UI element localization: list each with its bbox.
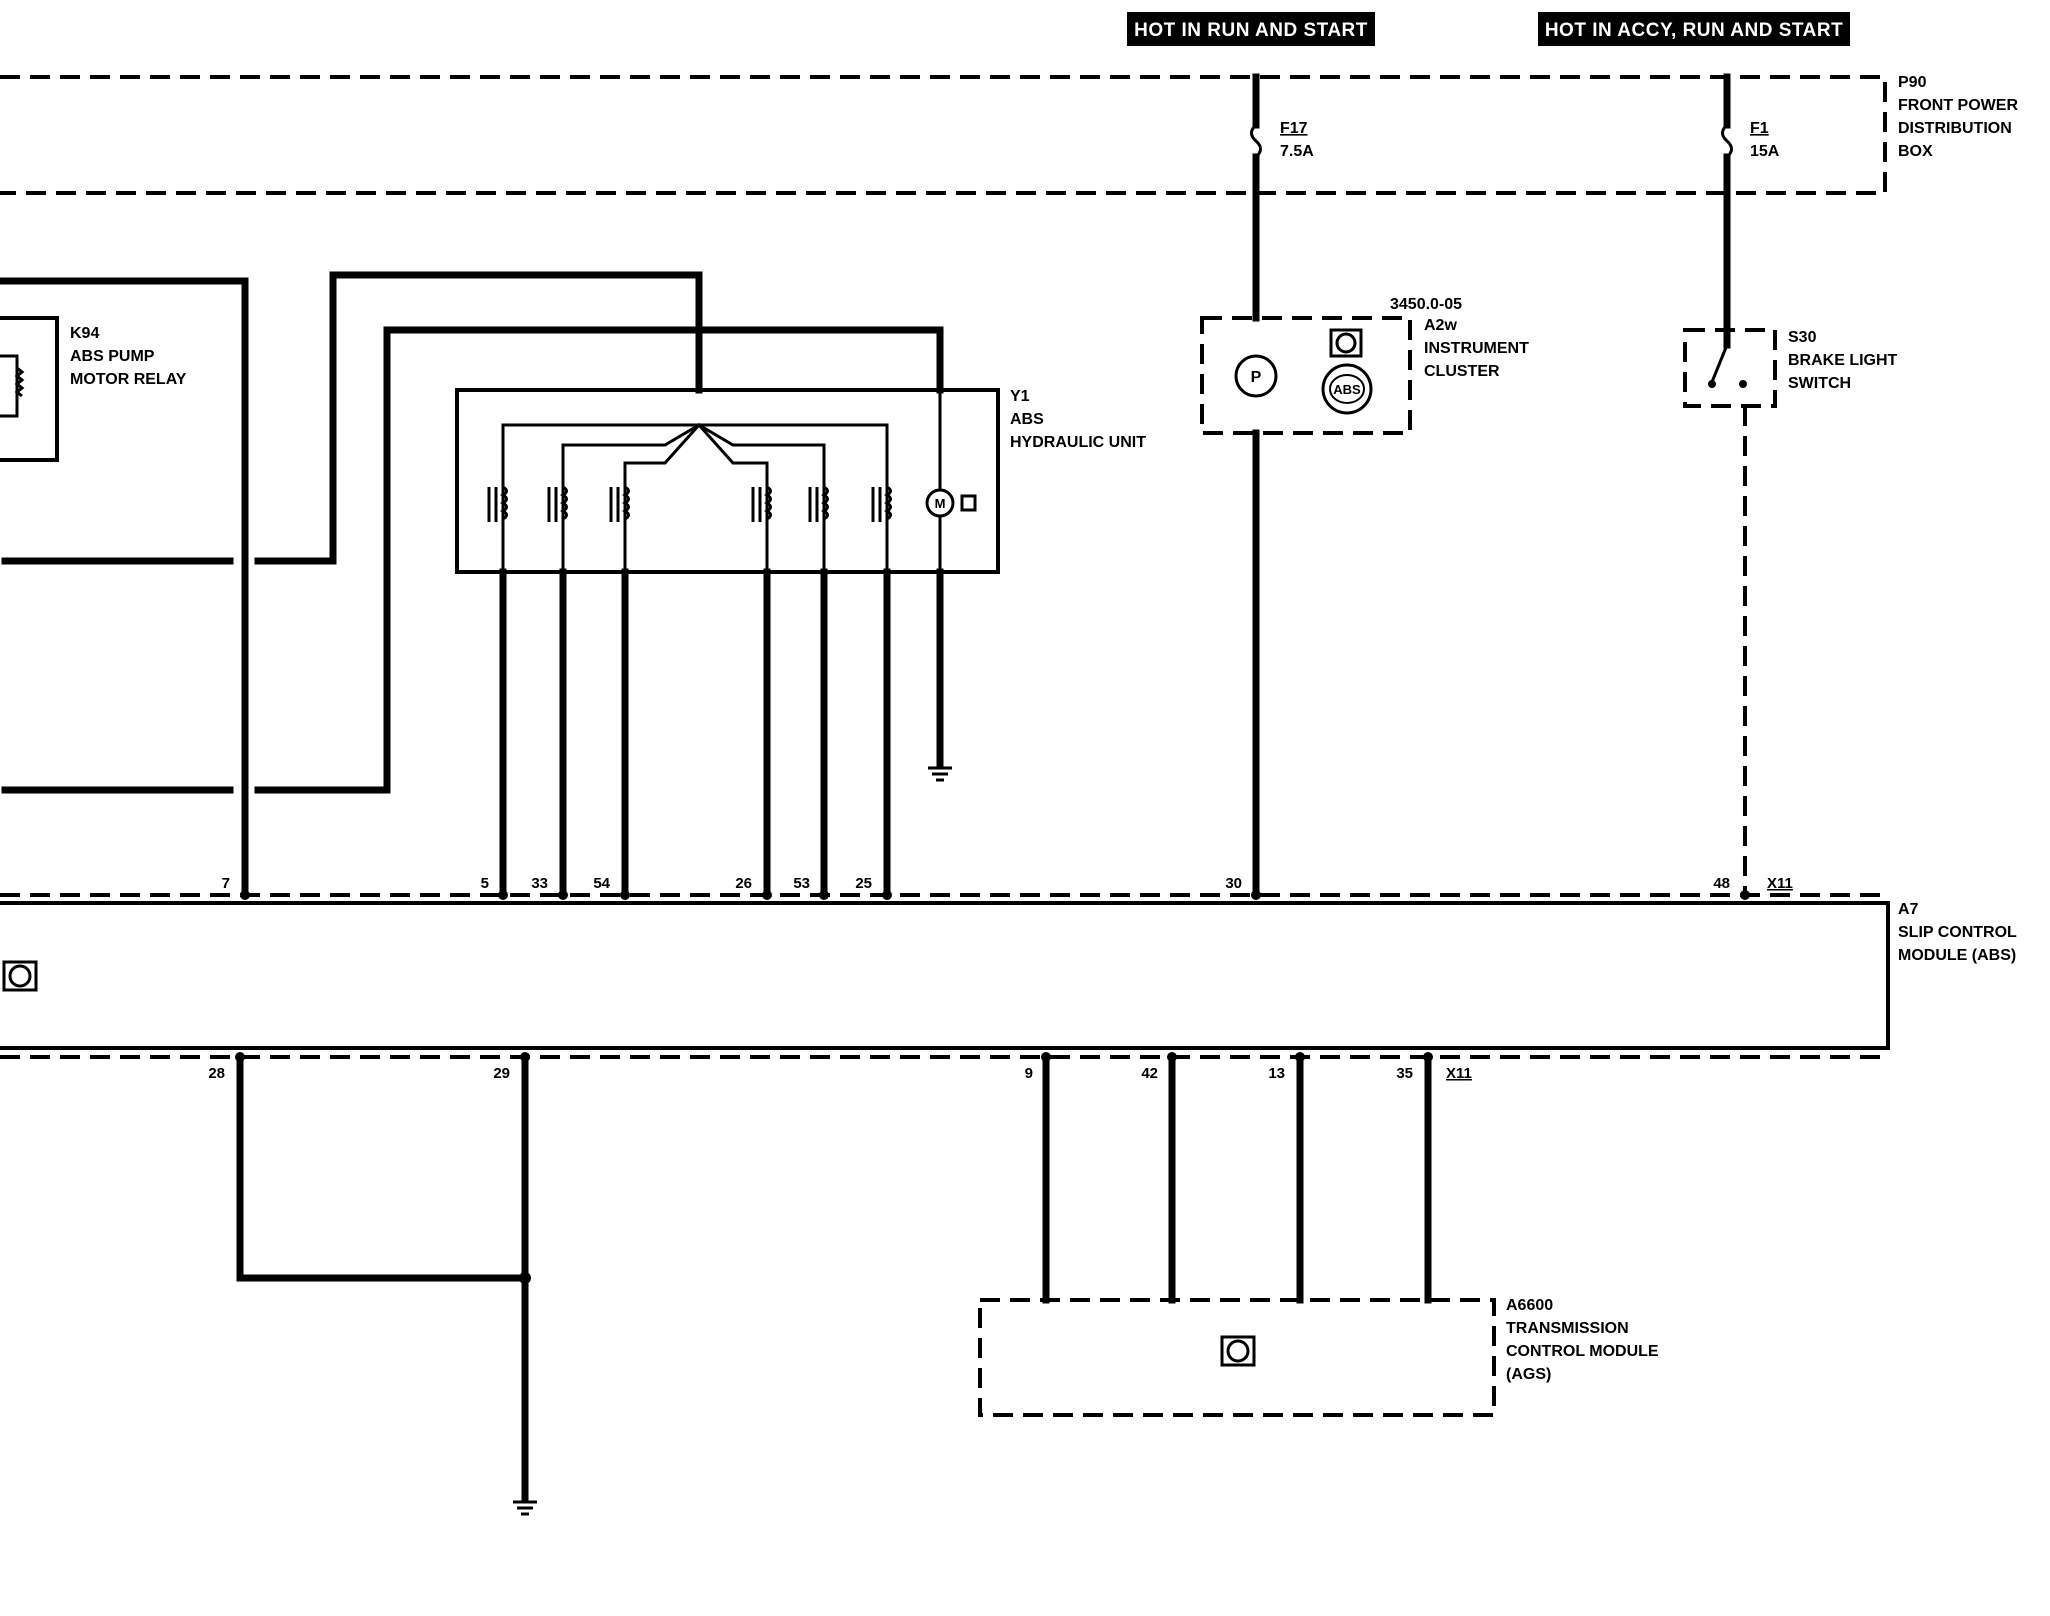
solenoid-coil-icon bbox=[609, 485, 630, 522]
pin-label: 9 bbox=[1025, 1065, 1033, 1082]
slip-control-module: A7 SLIP CONTROL MODULE (ABS) X11 X11 bbox=[0, 875, 2017, 1082]
cluster-ref: 3450.0-05 bbox=[1390, 296, 1462, 313]
abs-hydraulic-unit: Y1 ABS HYDRAULIC UNIT M bbox=[455, 388, 1146, 574]
power-box-name-2: DISTRIBUTION bbox=[1898, 120, 2012, 137]
power-box-id: P90 bbox=[1898, 74, 1927, 91]
slip-module-id: A7 bbox=[1898, 901, 1919, 918]
tcm-name-1: TRANSMISSION bbox=[1506, 1320, 1629, 1337]
header-run-start-text: HOT IN RUN AND START bbox=[1134, 20, 1368, 41]
cluster-id: A2w bbox=[1424, 317, 1457, 334]
power-box-name-1: FRONT POWER bbox=[1898, 97, 2018, 114]
pin-label: 26 bbox=[735, 875, 752, 892]
pin-label: 30 bbox=[1225, 875, 1242, 892]
instrument-cluster: P ABS 3450.0-05 A2w INSTRUMENT CLUSTER bbox=[1200, 296, 1529, 435]
pin-label: 25 bbox=[855, 875, 872, 892]
abs-pump-motor-relay: K94 ABS PUMP MOTOR RELAY bbox=[0, 316, 187, 462]
solenoid-coil-icon bbox=[751, 485, 772, 522]
power-box-name-3: BOX bbox=[1898, 143, 1933, 160]
solenoid-coil-icon bbox=[871, 485, 892, 522]
header-run-start: HOT IN RUN AND START bbox=[1127, 12, 1375, 46]
cluster-name-2: CLUSTER bbox=[1424, 363, 1500, 380]
pin-label: 5 bbox=[481, 875, 489, 892]
brake-switch-id: S30 bbox=[1788, 329, 1817, 346]
ground-icon bbox=[513, 1500, 537, 1516]
tcm-name-3: (AGS) bbox=[1506, 1366, 1551, 1383]
relay-id: K94 bbox=[70, 325, 99, 342]
pin-dots bbox=[235, 890, 1750, 1284]
fuse-f1-rating: 15A bbox=[1750, 143, 1780, 160]
pump-motor-letter: M bbox=[935, 496, 946, 511]
pin-label: 53 bbox=[793, 875, 810, 892]
front-power-distribution-box: P90 FRONT POWER DISTRIBUTION BOX bbox=[0, 74, 2018, 195]
pin-label: 7 bbox=[222, 875, 230, 892]
slip-module-name-2: MODULE (ABS) bbox=[1898, 947, 2016, 964]
abs-lamp-text: ABS bbox=[1333, 382, 1361, 397]
fuse-f17-rating: 7.5A bbox=[1280, 143, 1314, 160]
connector-x11-top: X11 bbox=[1767, 875, 1793, 892]
pin-label: 54 bbox=[593, 875, 610, 892]
relay-name-2: MOTOR RELAY bbox=[70, 371, 187, 388]
pin-label: 48 bbox=[1713, 875, 1730, 892]
relay-name-1: ABS PUMP bbox=[70, 348, 155, 365]
solenoid-coil-icon bbox=[547, 485, 568, 522]
fuse-f1-id: F1 bbox=[1750, 120, 1769, 137]
abs-warning-lamp-icon: ABS bbox=[1321, 363, 1373, 415]
tcm-name-2: CONTROL MODULE bbox=[1506, 1343, 1659, 1360]
steering-module-icon bbox=[2, 960, 38, 992]
pin-label: 35 bbox=[1396, 1065, 1413, 1082]
header-accy-run-start-text: HOT IN ACCY, RUN AND START bbox=[1545, 20, 1843, 41]
steering-module-icon bbox=[1220, 1335, 1256, 1367]
tcm-id: A6600 bbox=[1506, 1297, 1553, 1314]
hydraulic-unit-id: Y1 bbox=[1010, 388, 1030, 405]
fuse-f17-id: F17 bbox=[1280, 120, 1308, 137]
slip-module-name-1: SLIP CONTROL bbox=[1898, 924, 2017, 941]
brake-switch-name-2: SWITCH bbox=[1788, 375, 1851, 392]
connector-x11-bottom: X11 bbox=[1446, 1065, 1472, 1082]
pin-label: 28 bbox=[208, 1065, 225, 1082]
pin-label: 42 bbox=[1141, 1065, 1158, 1082]
transmission-control-module: A6600 TRANSMISSION CONTROL MODULE (AGS) bbox=[978, 1297, 1659, 1417]
ground-icon bbox=[928, 766, 952, 782]
brake-switch-name-1: BRAKE LIGHT bbox=[1788, 352, 1898, 369]
pump-motor-icon: M bbox=[925, 488, 977, 518]
cluster-lamp-letter: P bbox=[1251, 369, 1262, 386]
pin-label: 33 bbox=[531, 875, 548, 892]
cluster-name-1: INSTRUMENT bbox=[1424, 340, 1529, 357]
pin-label: 13 bbox=[1268, 1065, 1285, 1082]
solenoid-coil-icon bbox=[487, 485, 508, 522]
header-accy-run-start: HOT IN ACCY, RUN AND START bbox=[1538, 12, 1850, 46]
pin-label: 29 bbox=[493, 1065, 510, 1082]
fuse-f17: F17 7.5A bbox=[1250, 73, 1314, 322]
fuse-f1: F1 15A bbox=[1721, 73, 1780, 349]
solenoid-coil-icon bbox=[808, 485, 829, 522]
steering-module-icon bbox=[1329, 328, 1363, 358]
hydraulic-unit-name-2: HYDRAULIC UNIT bbox=[1010, 434, 1146, 451]
brake-light-switch: S30 BRAKE LIGHT SWITCH bbox=[1683, 328, 1898, 408]
hydraulic-unit-name-1: ABS bbox=[1010, 411, 1044, 428]
